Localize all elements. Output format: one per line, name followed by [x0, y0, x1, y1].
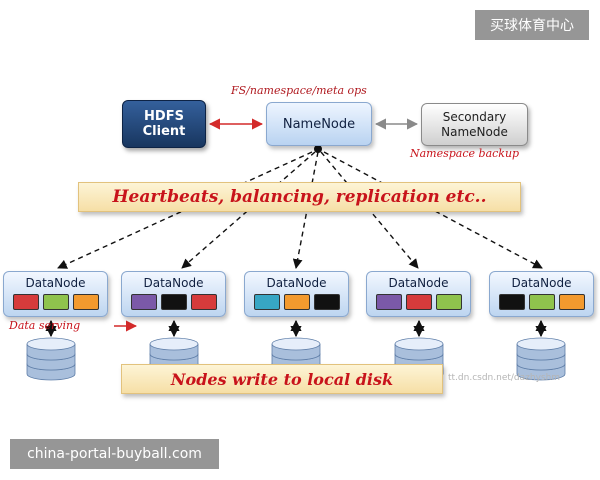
- secondary-namenode-box: Secondary NameNode: [421, 103, 528, 146]
- datanode-box-1: DataNode: [3, 271, 108, 317]
- datanode-box-4: DataNode: [366, 271, 471, 317]
- datanode-blocks: [245, 294, 348, 310]
- top-right-watermark: 买球体育中心: [475, 10, 589, 40]
- data-block-3: [190, 294, 217, 310]
- datanode-label: DataNode: [143, 276, 204, 290]
- datanode-blocks: [4, 294, 107, 310]
- secondary-label-line1: Secondary: [442, 109, 507, 124]
- datanode-label: DataNode: [266, 276, 327, 290]
- data-block-2: [160, 294, 187, 310]
- dashed-arrow-datanode-2: [181, 151, 316, 269]
- datanode-blocks: [490, 294, 593, 310]
- datanode-label: DataNode: [511, 276, 572, 290]
- bottom-left-watermark: china-portal-buyball.com: [10, 439, 219, 469]
- hdfs-client-box: HDFS Client: [122, 100, 206, 148]
- data-block-2: [405, 294, 432, 310]
- disk-icon-5: [516, 337, 566, 381]
- data-block-1: [498, 294, 525, 310]
- dashed-arrow-datanode-3: [292, 151, 319, 269]
- write-local-banner: Nodes write to local disk: [121, 364, 443, 394]
- hdfs-client-label-line2: Client: [142, 124, 186, 139]
- datanode-blocks: [122, 294, 225, 310]
- data-block-3: [435, 294, 462, 310]
- datanode-blocks: [367, 294, 470, 310]
- data-serving-note: Data serving: [9, 319, 81, 332]
- data-block-1: [130, 294, 157, 310]
- data-block-3: [72, 294, 99, 310]
- datanode-box-3: DataNode: [244, 271, 349, 317]
- data-block-3: [313, 294, 340, 310]
- datanode-label: DataNode: [388, 276, 449, 290]
- fs-ops-note: FS/namespace/meta ops: [231, 84, 367, 97]
- namenode-box: NameNode: [266, 102, 372, 146]
- datanode-label: DataNode: [25, 276, 86, 290]
- data-block-1: [375, 294, 402, 310]
- namespace-backup-note: Namespace backup: [410, 147, 520, 160]
- secondary-label-line2: NameNode: [441, 124, 508, 139]
- heartbeats-banner: Heartbeats, balancing, replication etc..: [78, 182, 521, 212]
- datanode-box-5: DataNode: [489, 271, 594, 317]
- faint-watermark: tt.dn.csdn.net/dazhyshm: [448, 373, 561, 383]
- data-block-2: [283, 294, 310, 310]
- data-block-2: [42, 294, 69, 310]
- disk-icon-1: [26, 337, 76, 381]
- namenode-hub-dot: [314, 145, 322, 153]
- data-block-2: [528, 294, 555, 310]
- data-block-3: [558, 294, 585, 310]
- namenode-label: NameNode: [282, 116, 356, 132]
- datanode-box-2: DataNode: [121, 271, 226, 317]
- data-block-1: [12, 294, 39, 310]
- hdfs-client-label-line1: HDFS: [144, 109, 184, 124]
- data-block-1: [253, 294, 280, 310]
